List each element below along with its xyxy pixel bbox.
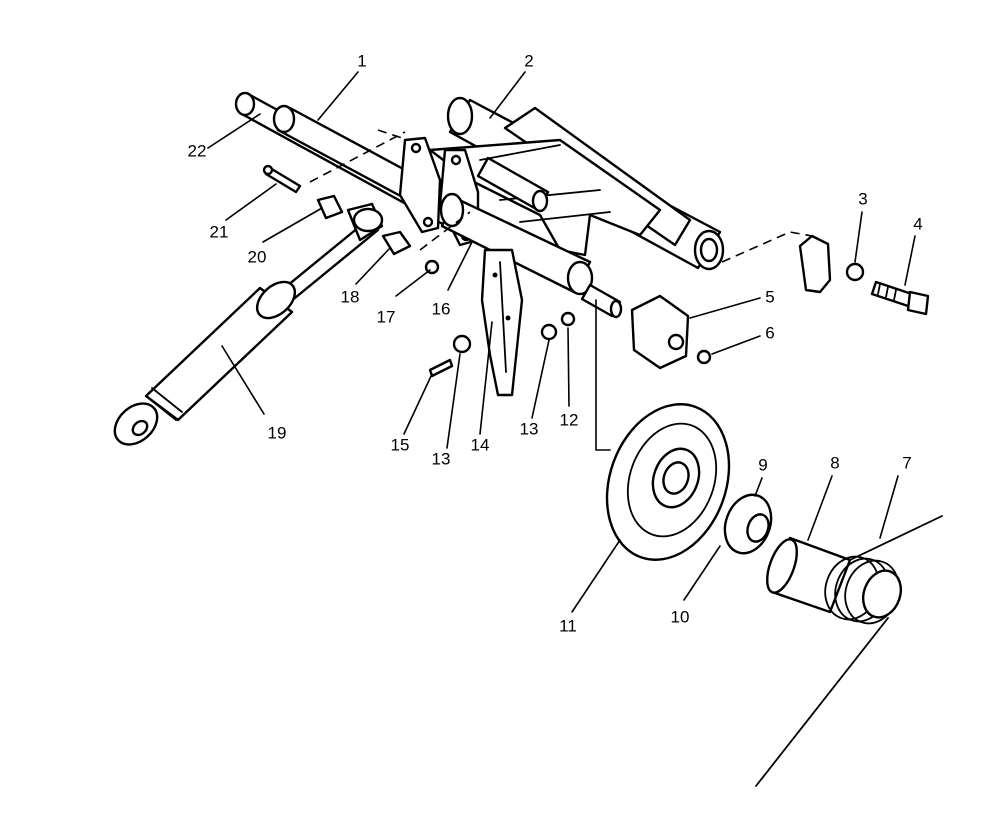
callout-20: 20 [248, 247, 267, 266]
callout-13-right: 13 [520, 419, 539, 438]
leader-lines [207, 71, 916, 613]
callout-3: 3 [858, 189, 867, 208]
callout-6: 6 [765, 323, 774, 342]
callout-15: 15 [391, 435, 410, 454]
callout-17: 17 [377, 307, 396, 326]
hardware-right [630, 234, 930, 370]
callout-labels: 1 2 3 4 5 6 7 8 9 10 11 12 13 13 14 15 1… [188, 51, 923, 635]
hardware-center [428, 311, 576, 378]
idler-wheel [605, 403, 731, 561]
shock-absorber [113, 164, 440, 446]
callout-5: 5 [765, 287, 774, 306]
callout-8: 8 [830, 453, 839, 472]
callout-9: 9 [758, 455, 767, 474]
callout-12: 12 [560, 410, 579, 429]
callout-18: 18 [341, 287, 360, 306]
idler-shaft [439, 192, 623, 319]
callout-10: 10 [671, 607, 690, 626]
callout-1: 1 [357, 51, 366, 70]
callout-21: 21 [210, 222, 229, 241]
center-frame [428, 138, 662, 257]
callout-13-left: 13 [432, 449, 451, 468]
alignment-lines [309, 129, 813, 451]
callout-14: 14 [471, 435, 490, 454]
callout-11: 11 [559, 616, 577, 635]
callout-19: 19 [268, 423, 287, 442]
callout-16: 16 [432, 299, 451, 318]
arm-bracket [480, 248, 524, 397]
spacer-bushing [723, 493, 773, 555]
callout-7: 7 [902, 453, 911, 472]
callout-2: 2 [524, 51, 533, 70]
callout-4: 4 [913, 214, 922, 233]
callout-22: 22 [188, 141, 207, 160]
spring-assembly [755, 515, 943, 787]
